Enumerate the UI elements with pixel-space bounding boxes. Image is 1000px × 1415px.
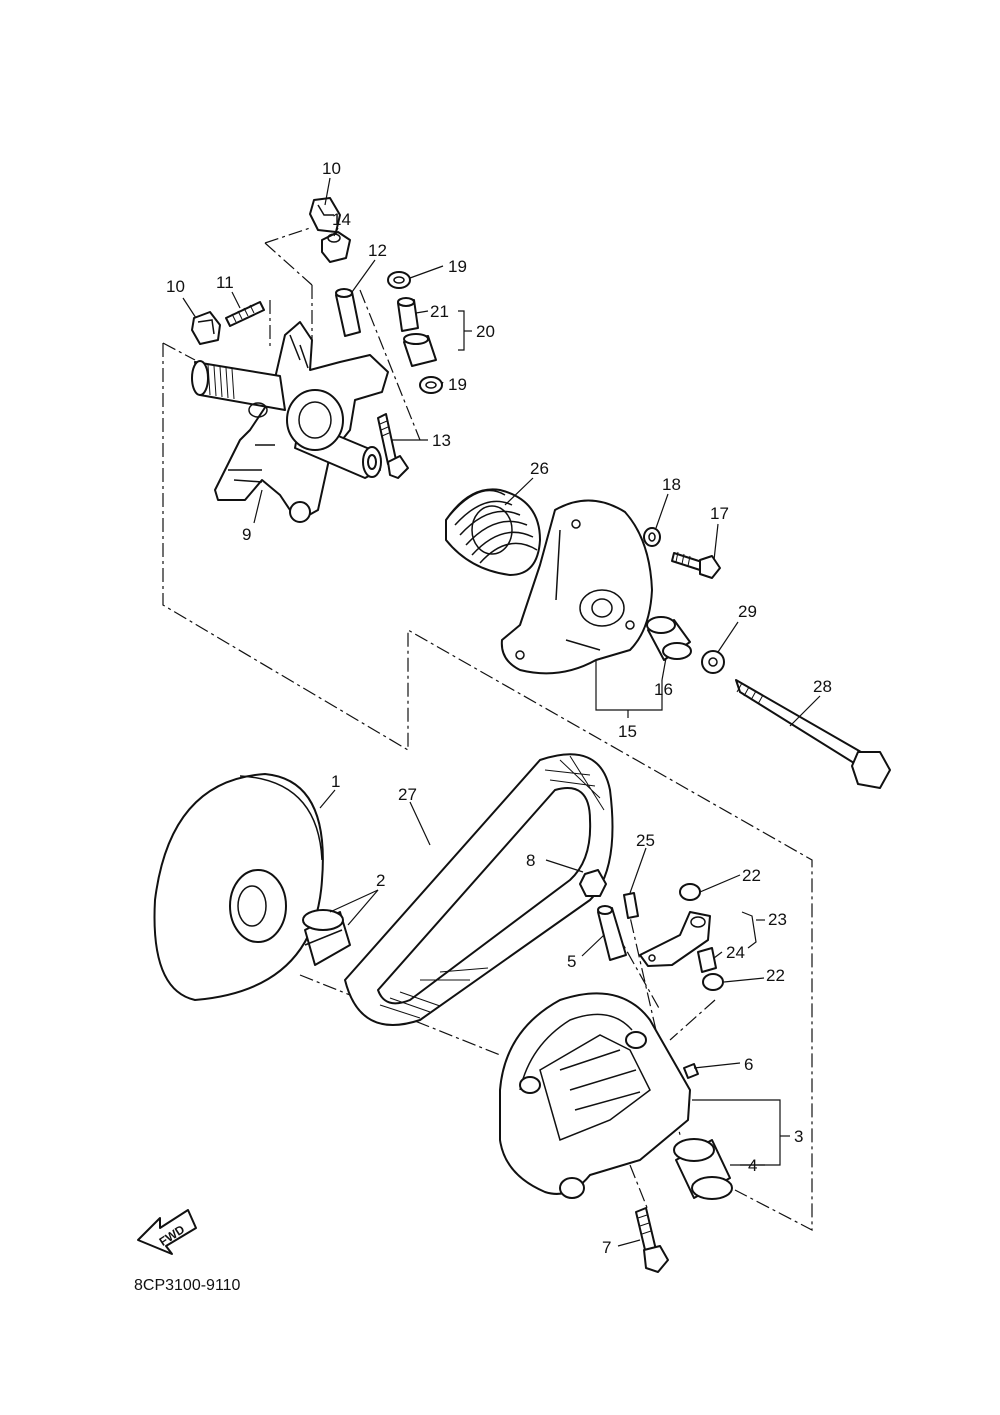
bolt-part-7 — [635, 1207, 669, 1273]
washer-part-22-top — [679, 883, 701, 901]
slider-part-10-left — [191, 311, 221, 345]
bushing-part-21 — [397, 297, 419, 332]
callout-10-left: 10 — [166, 277, 185, 296]
bushing-part-16 — [646, 616, 692, 661]
washer-part-18 — [643, 527, 661, 547]
screw-part-6 — [683, 1063, 699, 1079]
callout-27: 27 — [398, 785, 417, 804]
bushing-part-4 — [673, 1138, 733, 1200]
callout-labels: 10 14 12 19 10 11 21 20 19 13 26 18 17 9… — [166, 159, 832, 1257]
pin-part-11 — [225, 301, 265, 327]
callout-23: 23 — [768, 910, 787, 929]
callout-15: 15 — [618, 722, 637, 741]
collar-part-12 — [335, 288, 361, 337]
callout-3: 3 — [794, 1127, 803, 1146]
roller-part-20 — [403, 333, 437, 367]
callout-13: 13 — [432, 431, 451, 450]
spring-part-26 — [445, 488, 541, 576]
washer-part-19-top — [387, 271, 411, 289]
part-code: 8CP3100-9110 — [134, 1277, 241, 1294]
nut-part-14 — [321, 231, 351, 263]
long-bolt-part-28 — [735, 679, 891, 789]
callout-5: 5 — [567, 952, 576, 971]
leader-lines — [182, 177, 821, 1247]
sheave-housing-part-3 — [499, 992, 691, 1199]
callout-29: 29 — [738, 602, 757, 621]
nut-part-8 — [579, 869, 607, 897]
washer-part-19-bottom — [419, 376, 443, 394]
collar-part-5 — [597, 905, 627, 961]
callout-2: 2 — [376, 871, 385, 890]
callout-28: 28 — [813, 677, 832, 696]
weight-arm-part-23 — [639, 911, 711, 967]
spring-cover-part-15 — [500, 499, 653, 675]
bolt-part-17 — [671, 551, 721, 579]
washer-part-29 — [701, 650, 725, 674]
callout-19-top: 19 — [448, 257, 467, 276]
callout-26: 26 — [530, 459, 549, 478]
spider-hub-part-9 — [191, 321, 389, 523]
roller-part-24 — [697, 947, 717, 973]
callout-4: 4 — [748, 1156, 757, 1175]
bolt-part-13 — [377, 413, 409, 479]
callout-12: 12 — [368, 241, 387, 260]
callout-16: 16 — [654, 680, 673, 699]
callout-24: 24 — [726, 943, 745, 962]
callout-22-top: 22 — [742, 866, 761, 885]
callout-9: 9 — [242, 525, 251, 544]
pin-part-25 — [623, 892, 639, 919]
callout-17: 17 — [710, 504, 729, 523]
sliding-sheave-part-1 — [153, 773, 324, 1001]
callout-21: 21 — [430, 302, 449, 321]
bushing-part-2 — [302, 909, 351, 966]
forward-arrow-icon: FWD — [137, 1209, 197, 1255]
callout-6: 6 — [744, 1055, 753, 1074]
callout-20: 20 — [476, 322, 495, 341]
callout-22-bottom: 22 — [766, 966, 785, 985]
washer-part-22-bottom — [702, 973, 724, 991]
callout-10-top: 10 — [322, 159, 341, 178]
callout-11: 11 — [216, 273, 234, 292]
callout-18: 18 — [662, 475, 681, 494]
callout-14: 14 — [332, 210, 351, 229]
callout-1: 1 — [331, 772, 340, 791]
callout-7: 7 — [602, 1238, 611, 1257]
callout-25: 25 — [636, 831, 655, 850]
callout-19-bottom: 19 — [448, 375, 467, 394]
drive-belt-part-27 — [344, 753, 614, 1026]
callout-8: 8 — [526, 851, 535, 870]
